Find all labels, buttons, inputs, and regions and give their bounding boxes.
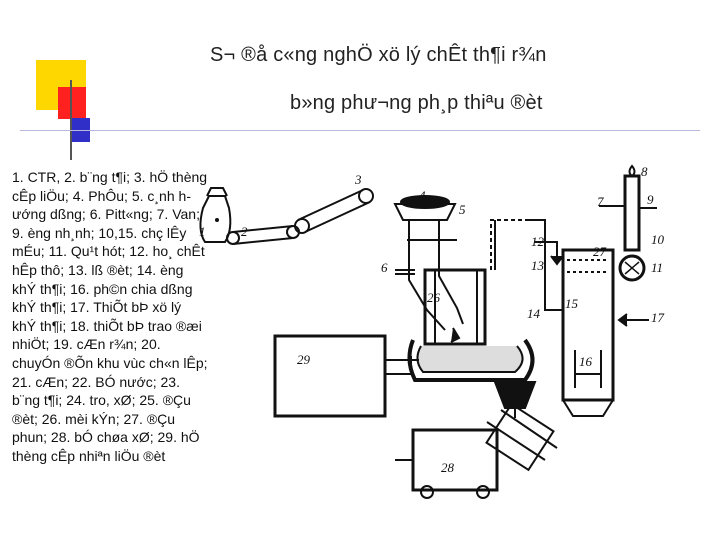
slide-title-line1: S¬ ®å c«ng nghÖ xö lý chÊt th¶i r¾n: [210, 44, 547, 66]
gas-treatment-column: [561, 248, 615, 417]
label-12: 12: [531, 234, 545, 249]
exhaust-stack: [599, 164, 657, 252]
label-4: 4: [419, 188, 426, 203]
slag-conveyor: [485, 402, 558, 472]
label-3: 3: [354, 172, 362, 187]
label-5: 5: [459, 202, 466, 217]
label-8: 8: [641, 164, 648, 179]
vertical-rule: [70, 80, 72, 160]
label-17: 17: [651, 310, 665, 325]
furnace: [407, 268, 535, 382]
label-7: 7: [597, 194, 604, 209]
legend-caption: 1. CTR, 2. b¨ng t¶i; 3. hÖ thèng cÊp liÖ…: [12, 168, 208, 540]
label-16: 16: [579, 354, 593, 369]
label-28: 28: [441, 460, 455, 475]
slide-title-line2: b»ng ph­ư¬ng ph¸p thiªu ®èt: [290, 92, 543, 114]
label-15: 15: [565, 296, 579, 311]
water-funnel: [493, 381, 537, 409]
slag-storage: [411, 428, 499, 492]
label-2: 2: [241, 224, 248, 239]
label-27: 27: [593, 244, 607, 259]
conveyor-inclined: [294, 188, 374, 234]
label-26: 26: [427, 290, 441, 305]
chemical-feed-line: [535, 241, 558, 256]
label-29: 29: [297, 352, 311, 367]
label-10: 10: [651, 232, 665, 247]
fuel-supply-system: [273, 334, 387, 418]
red-square: [58, 87, 86, 119]
legend-text: 1. CTR, 2. b¨ng t¶i; 3. hÖ thèng cÊp liÖ…: [12, 169, 208, 464]
label-13: 13: [531, 258, 545, 273]
label-1: 1: [199, 224, 206, 239]
waste-sack: [199, 195, 232, 243]
label-11: 11: [651, 260, 663, 275]
label-6: 6: [381, 260, 388, 275]
horizontal-rule: [20, 130, 700, 131]
exhaust-pipe: [525, 219, 563, 311]
incinerator-process-diagram: 1 2 3 4 5 6 7 8 9 10 11 12 13 14 15 16 1…: [199, 164, 665, 499]
label-9: 9: [647, 192, 654, 207]
label-14: 14: [527, 306, 541, 321]
conveyor-small: [226, 225, 300, 245]
flue-path: [490, 219, 525, 270]
